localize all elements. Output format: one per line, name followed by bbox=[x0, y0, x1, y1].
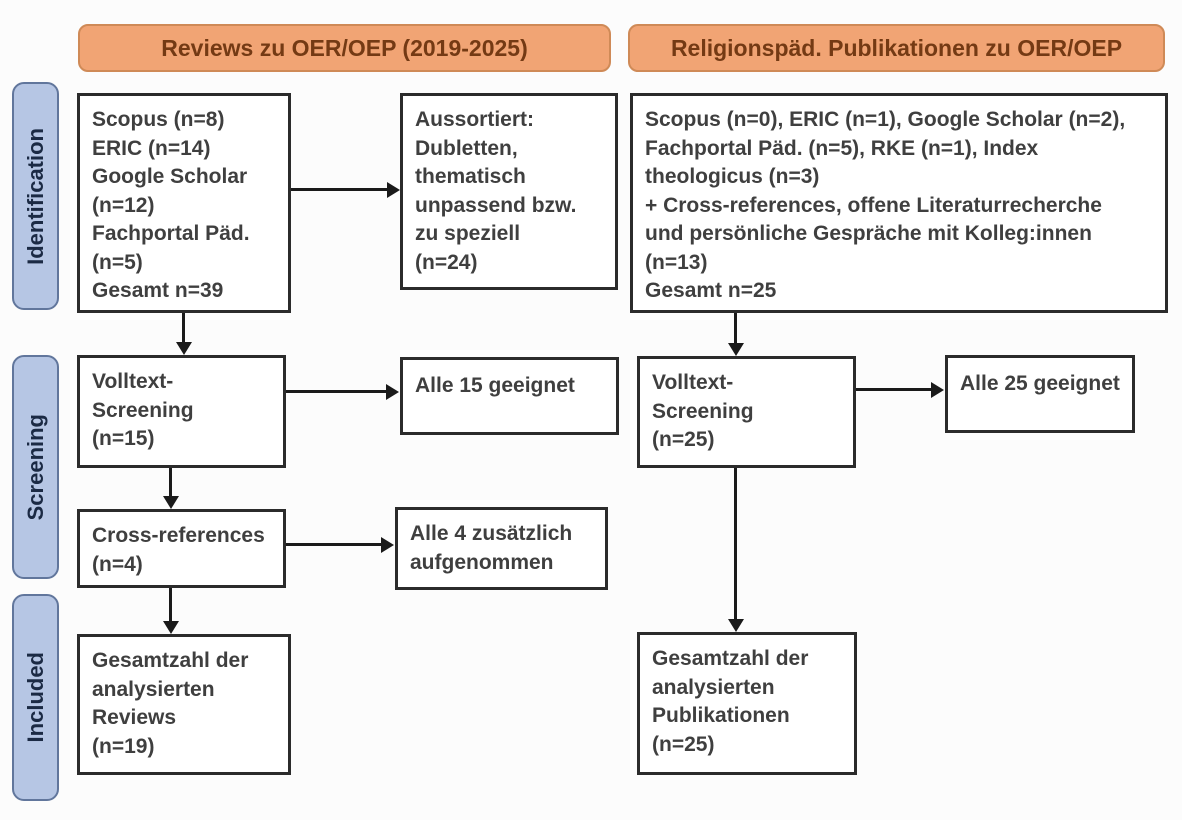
box-left-crossref: Cross-references (n=4) bbox=[77, 509, 286, 588]
arrow-left-crossref-to-result bbox=[286, 543, 382, 546]
box-right-sources: Scopus (n=0), ERIC (n=1), Google Scholar… bbox=[630, 93, 1168, 313]
column-header-religionspaed: Religionspäd. Publikationen zu OER/OEP bbox=[628, 24, 1165, 72]
box-left-crossref-result: Alle 4 zusätzlich aufgenommen bbox=[395, 507, 608, 590]
arrow-left-sources-to-fulltext bbox=[182, 313, 185, 343]
box-right-included-total: Gesamtzahl der analysierten Publikatione… bbox=[637, 632, 857, 775]
box-left-included-total: Gesamtzahl der analysierten Reviews (n=1… bbox=[77, 634, 291, 775]
stage-identification: Identification bbox=[12, 82, 59, 310]
box-right-fulltext-result: Alle 25 geeignet bbox=[945, 355, 1135, 433]
arrow-right-sources-to-fulltext bbox=[734, 313, 737, 344]
arrow-left-sources-to-excluded bbox=[291, 188, 388, 191]
arrow-left-fulltext-to-result bbox=[286, 390, 387, 393]
box-left-sources: Scopus (n=8) ERIC (n=14) Google Scholar … bbox=[77, 93, 291, 313]
stage-screening: Screening bbox=[12, 355, 59, 579]
arrow-right-fulltext-to-result bbox=[856, 388, 932, 391]
box-left-fulltext-screening: Volltext- Screening (n=15) bbox=[77, 355, 286, 468]
stage-identification-label: Identification bbox=[22, 127, 48, 265]
stage-included: Included bbox=[12, 594, 59, 801]
arrow-right-fulltext-to-included bbox=[734, 468, 737, 620]
arrow-left-fulltext-to-crossref bbox=[169, 468, 172, 497]
column-header-reviews: Reviews zu OER/OEP (2019-2025) bbox=[78, 24, 611, 72]
box-right-fulltext-screening: Volltext- Screening (n=25) bbox=[637, 356, 856, 468]
arrow-left-crossref-to-included bbox=[169, 588, 172, 622]
stage-screening-label: Screening bbox=[22, 413, 48, 521]
box-left-excluded: Aussortiert: Dubletten, thematisch unpas… bbox=[400, 93, 618, 290]
stage-included-label: Included bbox=[22, 652, 48, 743]
box-left-fulltext-result: Alle 15 geeignet bbox=[400, 357, 619, 435]
